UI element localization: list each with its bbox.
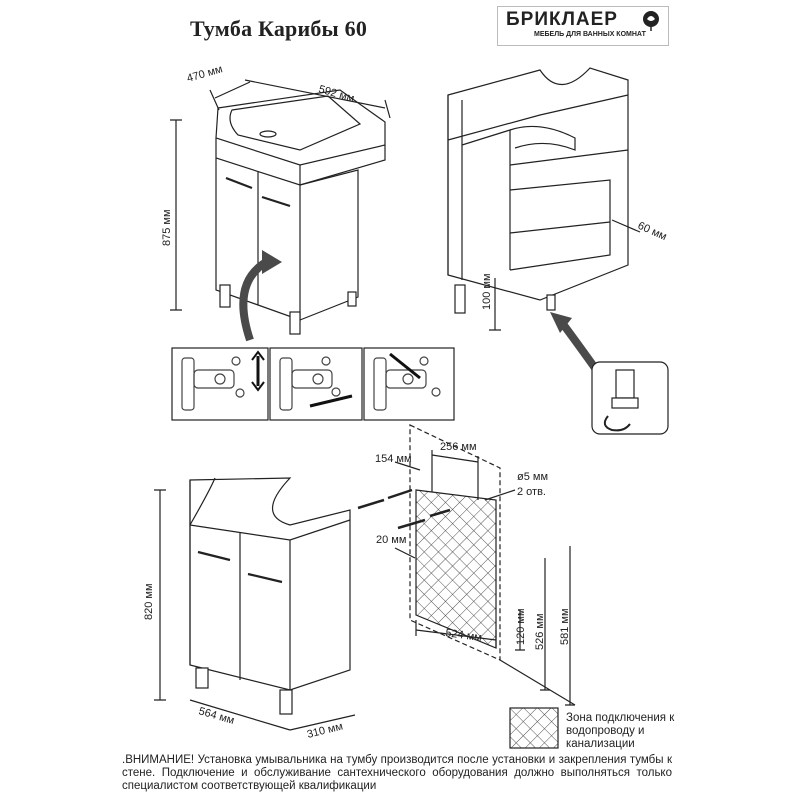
dim-cabinet-width: 564 мм — [197, 705, 235, 727]
dim-mount-height: 581 мм — [559, 608, 571, 645]
arrow-head-icon — [550, 312, 572, 333]
dim-zone-height: 526 мм — [534, 613, 546, 650]
dim-hole-size: ø5 мм — [517, 471, 548, 483]
arrow-head-icon — [262, 250, 282, 274]
brand-name: БРИКЛАЕР — [506, 9, 618, 30]
dim-zone-bottom: 120 мм — [515, 608, 527, 645]
dim-mount-offset-left: 154 мм — [375, 453, 412, 465]
dim-leg-height: 100 мм — [481, 273, 493, 310]
brand-tagline: МЕБЕЛЬ ДЛЯ ВАННЫХ КОМНАТ — [534, 31, 646, 38]
frame-view — [447, 67, 641, 331]
leg-adjust-detail — [591, 361, 669, 435]
dim-shelf-offset: 60 мм — [636, 220, 669, 243]
dim-cabinet-height: 820 мм — [143, 583, 155, 620]
connection-zone — [415, 489, 497, 649]
rose-icon — [643, 11, 659, 31]
page-title: Тумба Карибы 60 — [190, 16, 368, 41]
dim-hole-count: 2 отв. — [517, 486, 546, 498]
wall-mount-scheme — [357, 424, 576, 706]
dim-zone-width: 524 мм — [445, 627, 483, 644]
hinge-adjust-panels — [171, 347, 455, 421]
dim-height-total: 875 мм — [161, 209, 173, 246]
cabinet-body-view — [154, 477, 356, 731]
legend-swatch — [509, 707, 559, 749]
dim-zone-offset: 20 мм — [376, 534, 406, 546]
assembled-cabinet-view — [170, 79, 391, 335]
dim-cabinet-depth: 310 мм — [306, 720, 344, 740]
dim-depth-top: 470 мм — [186, 63, 224, 85]
warning-note: .ВНИМАНИЕ! Установка умывальника на тумб… — [122, 754, 672, 792]
brand-logo: БРИКЛАЕР МЕБЕЛЬ ДЛЯ ВАННЫХ КОМНАТ — [497, 6, 669, 46]
legend-label: Зона подключения к водопроводу и канализ… — [566, 712, 675, 750]
dim-mount-spacing: 256 мм — [440, 441, 477, 453]
arrow-to-hinge — [239, 256, 272, 342]
